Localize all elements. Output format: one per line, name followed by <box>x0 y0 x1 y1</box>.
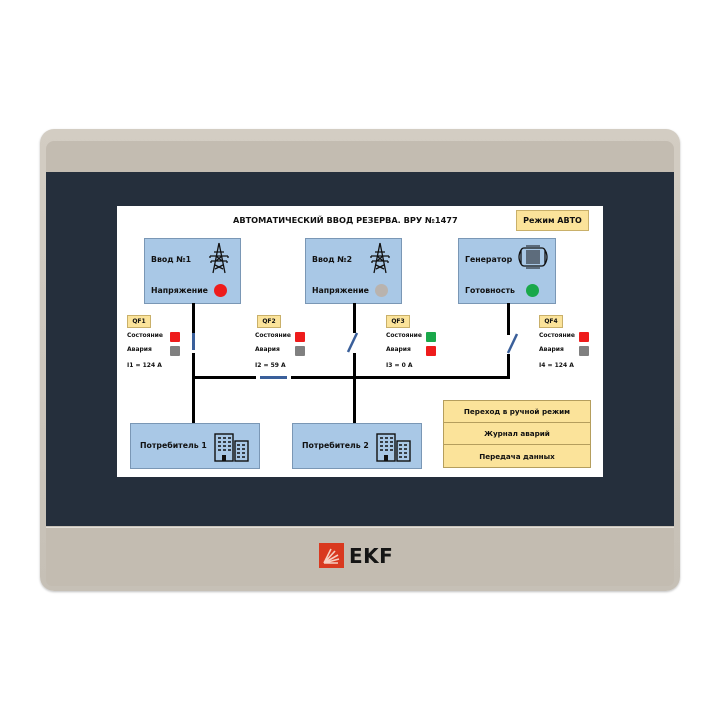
source-generator[interactable]: Генератор Готовность <box>458 238 556 304</box>
data-transfer-button[interactable]: Передача данных <box>479 451 555 461</box>
generator-line-top <box>507 303 510 335</box>
alarm-label: Авария <box>127 346 152 353</box>
breaker-qf1-switch[interactable] <box>192 333 195 350</box>
power-tower-icon <box>209 242 229 274</box>
state-indicator <box>579 332 589 342</box>
current-value: I4 = 124 A <box>539 362 574 369</box>
alarm-label: Авария <box>255 346 280 353</box>
building-icon <box>214 433 249 462</box>
consumer-name: Потребитель 1 <box>140 441 207 450</box>
power-tower-icon <box>370 242 390 274</box>
source-input-2[interactable]: Ввод №2 Напряжение <box>305 238 402 304</box>
state-label: Состояние <box>386 332 422 339</box>
control-menu: Переход в ручной режим Журнал аварий Пер… <box>443 400 591 468</box>
source-status-label: Напряжение <box>151 286 208 295</box>
generator-line-bottom <box>507 354 510 378</box>
bus-left <box>192 376 256 379</box>
ekf-logo: EKF <box>319 543 409 569</box>
feeder-line-1-top <box>192 303 195 333</box>
alarm-label: Авария <box>386 346 411 353</box>
consumer-1[interactable]: Потребитель 1 <box>130 423 260 469</box>
bottom-bezel <box>46 527 674 586</box>
current-value: I2 = 59 A <box>255 362 286 369</box>
alarm-indicator <box>295 346 305 356</box>
breaker-qf3-info: QF3 Состояние Авария I3 = 0 A <box>386 315 446 375</box>
breaker-qf4-info: QF4 Состояние Авария I4 = 124 A <box>539 315 599 375</box>
consumer-2[interactable]: Потребитель 2 <box>292 423 422 469</box>
breaker-qf1-info: QF1 Состояние Авария I1 = 124 A <box>127 315 187 375</box>
feeder-line-1-bottom <box>192 353 195 423</box>
source-status-label: Напряжение <box>312 286 369 295</box>
state-indicator <box>295 332 305 342</box>
alarm-indicator <box>170 346 180 356</box>
breaker-qf2-switch[interactable] <box>260 376 287 379</box>
building-icon <box>376 433 411 462</box>
manual-mode-button[interactable]: Переход в ручной режим <box>444 401 590 423</box>
screen-title: АВТОМАТИЧЕСКИЙ ВВОД РЕЗЕРВА. ВРУ №1477 <box>233 215 458 225</box>
breaker-tag: QF4 <box>539 315 563 328</box>
generator-icon <box>518 245 548 269</box>
source-input-1[interactable]: Ввод №1 Напряжение <box>144 238 241 304</box>
current-value: I1 = 124 A <box>127 362 162 369</box>
state-indicator <box>170 332 180 342</box>
state-label: Состояние <box>127 332 163 339</box>
feeder-line-2-top <box>353 303 356 333</box>
brand-name: EKF <box>349 544 394 568</box>
breaker-qf3-switch[interactable] <box>345 331 359 353</box>
voltage-indicator <box>214 284 227 297</box>
voltage-indicator <box>375 284 388 297</box>
mode-auto-button[interactable]: Режим АВТО <box>516 210 589 231</box>
source-status-label: Готовность <box>465 286 515 295</box>
breaker-tag: QF1 <box>127 315 151 328</box>
feeder-line-2-bottom <box>353 353 356 423</box>
alarm-indicator <box>426 346 436 356</box>
breaker-qf2-info: QF2 Состояние Авария I2 = 59 A <box>255 315 315 375</box>
hmi-screen: АВТОМАТИЧЕСКИЙ ВВОД РЕЗЕРВА. ВРУ №1477 Р… <box>117 206 603 477</box>
alarm-label: Авария <box>539 346 564 353</box>
bus-right <box>291 376 510 379</box>
current-value: I3 = 0 A <box>386 362 413 369</box>
state-label: Состояние <box>255 332 291 339</box>
ready-indicator <box>526 284 539 297</box>
source-name: Ввод №2 <box>312 255 353 264</box>
alarm-log-button[interactable]: Журнал аварий <box>444 423 590 445</box>
alarm-indicator <box>579 346 589 356</box>
consumer-name: Потребитель 2 <box>302 441 369 450</box>
source-name: Ввод №1 <box>151 255 192 264</box>
breaker-tag: QF3 <box>386 315 410 328</box>
top-bezel <box>46 141 674 174</box>
ekf-logo-icon <box>319 543 344 568</box>
state-indicator <box>426 332 436 342</box>
source-name: Генератор <box>465 255 513 264</box>
breaker-qf4-switch[interactable] <box>505 332 519 354</box>
breaker-tag: QF2 <box>257 315 281 328</box>
state-label: Состояние <box>539 332 575 339</box>
